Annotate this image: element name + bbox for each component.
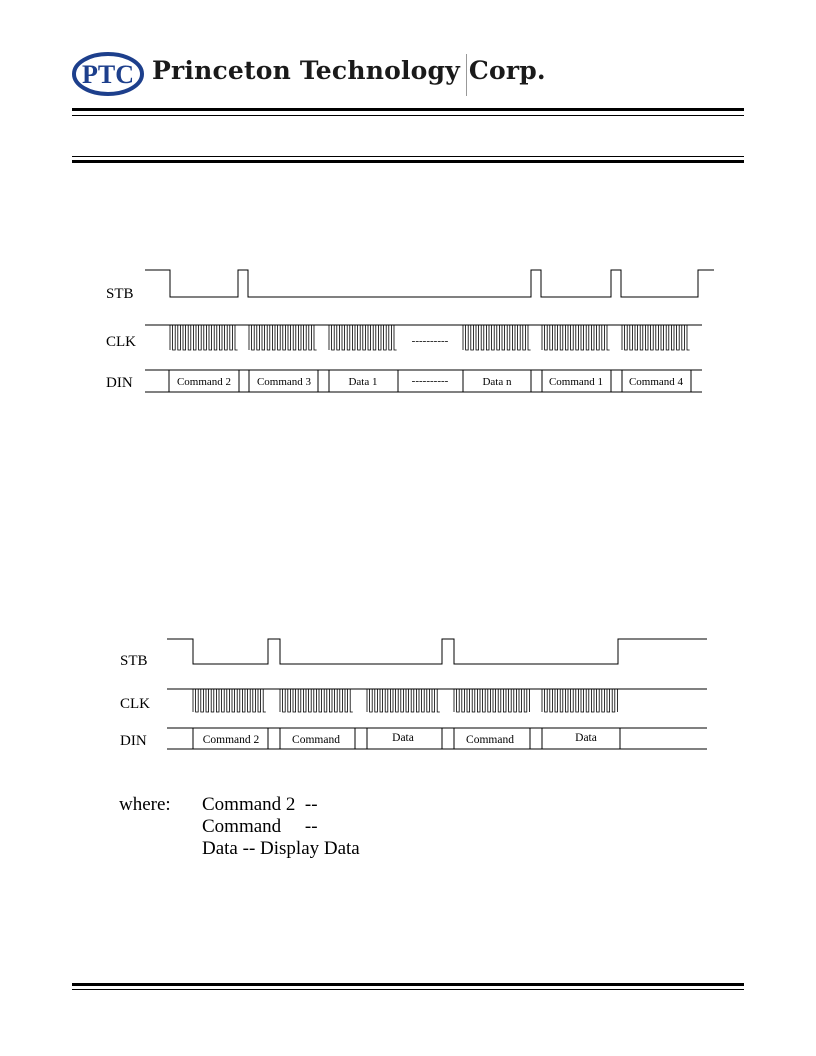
logo-text: PTC [82, 60, 134, 89]
din2-segment-4: Command [466, 734, 514, 746]
din-segment-3: Data 1 [348, 376, 377, 388]
legend-line-command: Command -- [202, 816, 318, 837]
clk-burst [328, 324, 397, 351]
timing-diagram-1: STB CLK DIN Command 2 Command 3 Data 1 D… [106, 269, 714, 393]
signal-label-stb-2: STB [120, 653, 148, 669]
din-segment-2: Command 3 [257, 376, 312, 388]
din2-segment-5: Data [575, 732, 597, 744]
clk-burst [541, 324, 610, 351]
legend-line-data: Data -- Display Data [202, 838, 360, 859]
signal-label-clk-2: CLK [120, 696, 150, 712]
header-rule-bottom-thick [72, 160, 744, 163]
din-gap-marker: ---------- [412, 375, 449, 387]
din-line-2 [167, 727, 707, 750]
clk-waveform-2 [192, 688, 618, 713]
footer-rule-thick [72, 983, 744, 986]
stb-waveform-1 [145, 269, 714, 298]
clk-burst [621, 324, 690, 351]
din-segment-5: Command 1 [549, 376, 603, 388]
signal-label-clk-1: CLK [106, 334, 136, 350]
header-rule-top-thick [72, 108, 744, 111]
din-segment-4: Data n [482, 376, 512, 388]
clk-gap-marker: ---------- [412, 335, 449, 347]
din-segment-1: Command 2 [177, 376, 231, 388]
company-name: Princeton Technology Corp. [152, 56, 546, 85]
legend-line-command-2: Command 2 -- [202, 794, 318, 815]
header-vertical-divider [466, 54, 467, 96]
din-segment-6: Command 4 [629, 376, 684, 388]
clk-burst [462, 324, 531, 351]
clk-burst [169, 324, 238, 351]
legend-where-label: where: [119, 794, 171, 815]
ptc-logo-icon: PTC [72, 52, 144, 96]
header-rule-bottom-thin [72, 156, 744, 157]
din2-segment-2: Command [292, 734, 340, 746]
signal-label-din-2: DIN [120, 733, 147, 749]
signal-label-stb-1: STB [106, 286, 134, 302]
clk-burst [541, 688, 618, 713]
clk-burst [279, 688, 353, 713]
clk-burst [248, 324, 317, 351]
clk-burst [192, 688, 266, 713]
signal-label-din-1: DIN [106, 375, 133, 391]
clk-burst [453, 688, 530, 713]
legend: where: Command 2 -- Command -- Data -- D… [119, 794, 360, 859]
stb-waveform-2 [167, 638, 707, 665]
timing-diagram-2: STB CLK DIN Command 2 Command Data Comma… [120, 638, 707, 750]
footer-rule-thin [72, 989, 744, 990]
clk-waveform-1 [169, 324, 690, 351]
clk-burst [366, 688, 440, 713]
din2-segment-3: Data [392, 732, 414, 744]
din2-segment-1: Command 2 [203, 734, 260, 746]
din-line-1 [145, 369, 702, 393]
header-rule-top-thin [72, 115, 744, 116]
